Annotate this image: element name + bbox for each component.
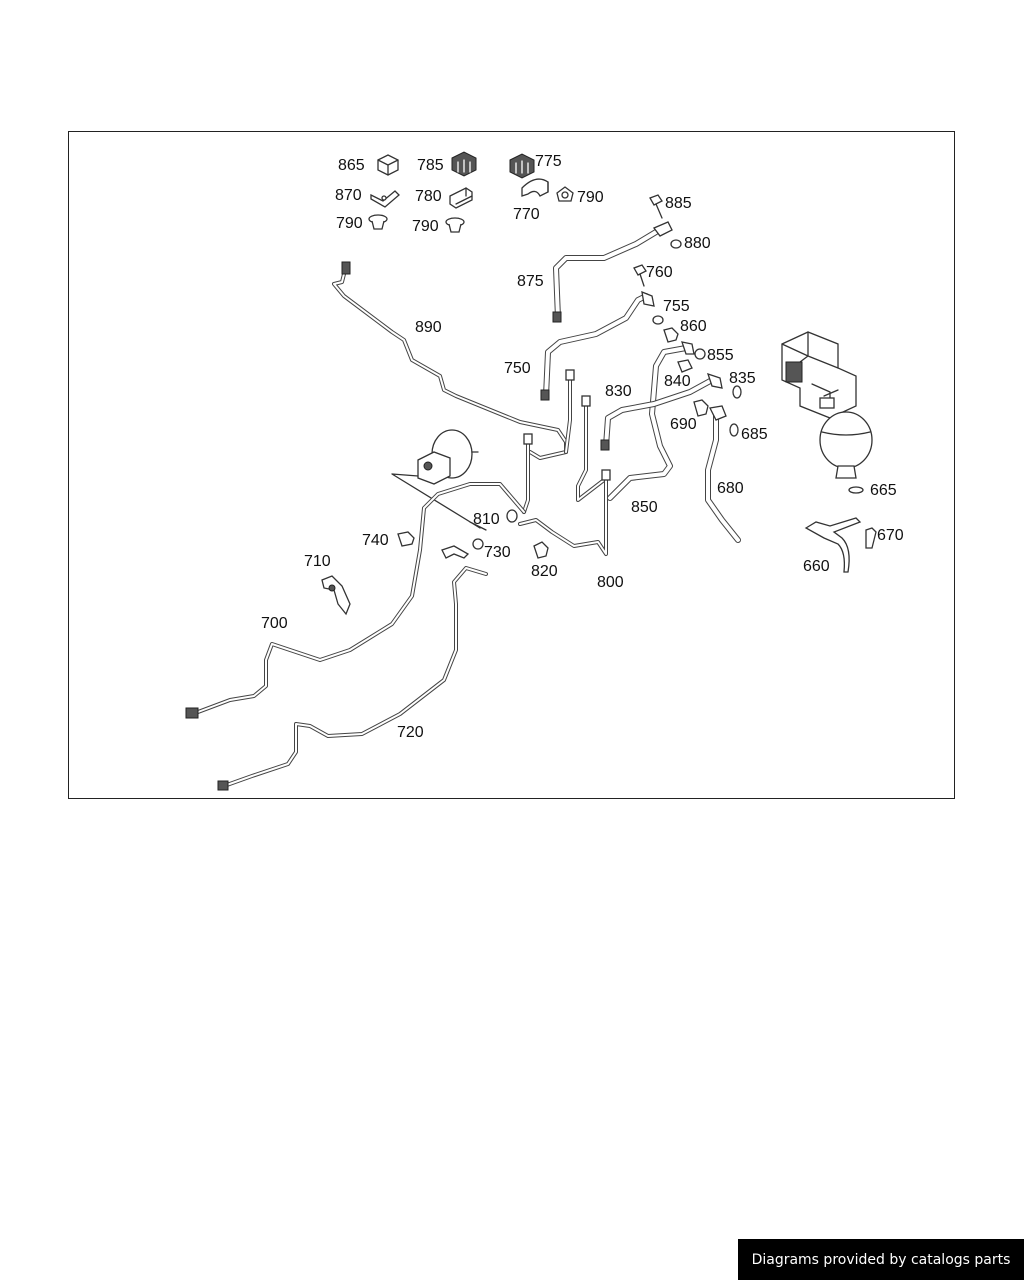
label-760: 760 bbox=[646, 264, 673, 281]
label-830: 830 bbox=[605, 383, 632, 400]
part-accumulator-sphere[interactable] bbox=[819, 411, 873, 479]
part-860-fitting[interactable] bbox=[663, 327, 679, 343]
part-740-bolt[interactable] bbox=[397, 531, 415, 547]
label-820: 820 bbox=[531, 563, 558, 580]
label-800: 800 bbox=[597, 574, 624, 591]
part-pump-assembly[interactable] bbox=[781, 331, 857, 419]
part-820-bolt[interactable] bbox=[533, 541, 549, 559]
part-750-hose[interactable] bbox=[540, 290, 655, 401]
part-880-washer[interactable] bbox=[670, 239, 682, 249]
part-790-grommet-b[interactable] bbox=[368, 214, 388, 230]
label-775: 775 bbox=[535, 153, 562, 170]
part-700-pipe[interactable] bbox=[185, 482, 526, 719]
part-710-bracket[interactable] bbox=[321, 575, 351, 616]
part-680-hose[interactable] bbox=[705, 405, 741, 543]
label-780: 780 bbox=[415, 188, 442, 205]
label-720: 720 bbox=[397, 724, 424, 741]
part-755-fitting[interactable] bbox=[652, 315, 664, 325]
part-775-clip[interactable] bbox=[509, 153, 535, 179]
part-790-grommet-c[interactable] bbox=[445, 217, 465, 233]
part-brake-booster[interactable] bbox=[391, 429, 487, 531]
part-720-pipe[interactable] bbox=[217, 566, 488, 791]
label-880: 880 bbox=[684, 235, 711, 252]
part-685-washer[interactable] bbox=[729, 423, 739, 437]
part-760-bolt[interactable] bbox=[633, 264, 647, 287]
label-875: 875 bbox=[517, 273, 544, 290]
label-770: 770 bbox=[513, 206, 540, 223]
label-855: 855 bbox=[707, 347, 734, 364]
label-840: 840 bbox=[664, 373, 691, 390]
label-680: 680 bbox=[717, 480, 744, 497]
label-835: 835 bbox=[729, 370, 756, 387]
label-850: 850 bbox=[631, 499, 658, 516]
label-690: 690 bbox=[670, 416, 697, 433]
label-790-c: 790 bbox=[412, 218, 439, 235]
part-850-hose[interactable] bbox=[607, 341, 695, 501]
label-750: 750 bbox=[504, 360, 531, 377]
part-835-washer[interactable] bbox=[732, 385, 742, 399]
part-labels: 865 785 775 870 780 790 770 790 790 885 … bbox=[261, 153, 904, 741]
label-670: 670 bbox=[877, 527, 904, 544]
label-870: 870 bbox=[335, 187, 362, 204]
part-pipe-fittings bbox=[522, 395, 606, 514]
label-710: 710 bbox=[304, 553, 331, 570]
part-885-bolt[interactable] bbox=[649, 194, 663, 219]
part-855-washer[interactable] bbox=[694, 348, 706, 360]
part-890-brake-line[interactable] bbox=[332, 261, 575, 460]
part-865-clip[interactable] bbox=[377, 154, 399, 176]
label-790-b: 790 bbox=[336, 215, 363, 232]
part-840-bolt[interactable] bbox=[677, 359, 693, 373]
label-700: 700 bbox=[261, 615, 288, 632]
part-730-bracket[interactable] bbox=[441, 538, 484, 559]
label-665: 665 bbox=[870, 482, 897, 499]
part-770-clamp[interactable] bbox=[521, 178, 549, 197]
part-810-washer[interactable] bbox=[506, 509, 518, 523]
part-830-hose[interactable] bbox=[600, 372, 723, 451]
label-660: 660 bbox=[803, 558, 830, 575]
label-785: 785 bbox=[417, 157, 444, 174]
part-660-bracket[interactable] bbox=[804, 517, 862, 573]
label-890: 890 bbox=[415, 319, 442, 336]
part-690-bolt[interactable] bbox=[693, 399, 709, 417]
part-665-seal[interactable] bbox=[848, 486, 864, 494]
part-785-clip[interactable] bbox=[451, 151, 477, 177]
part-870-bracket[interactable] bbox=[370, 190, 400, 208]
diagram-frame bbox=[68, 131, 955, 799]
part-790-grommet-a[interactable] bbox=[556, 186, 574, 202]
part-780-bracket[interactable] bbox=[449, 187, 473, 209]
label-860: 860 bbox=[680, 318, 707, 335]
label-810: 810 bbox=[473, 511, 500, 528]
label-740: 740 bbox=[362, 532, 389, 549]
part-875-hose[interactable] bbox=[552, 221, 673, 323]
label-755: 755 bbox=[663, 298, 690, 315]
label-885: 885 bbox=[665, 195, 692, 212]
part-670-bolt[interactable] bbox=[865, 527, 877, 549]
label-790-a: 790 bbox=[577, 189, 604, 206]
label-730: 730 bbox=[484, 544, 511, 561]
credit-badge: Diagrams provided by catalogs parts bbox=[738, 1239, 1024, 1280]
label-685: 685 bbox=[741, 426, 768, 443]
label-865: 865 bbox=[338, 157, 365, 174]
part-800-pipe[interactable] bbox=[518, 469, 611, 556]
